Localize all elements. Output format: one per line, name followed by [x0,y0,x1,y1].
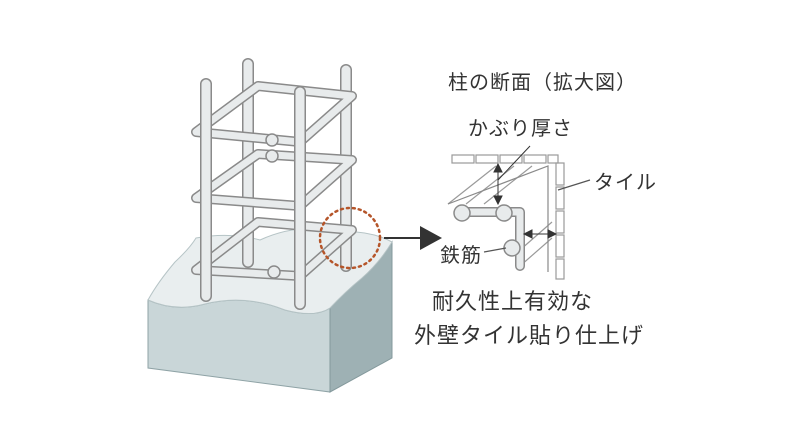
front-vertical-bars [200,78,306,310]
concrete-block [147,227,393,393]
section-title: 柱の断面（拡大図） [448,70,637,94]
main-bar-sections [453,204,521,257]
rebar-label: 鉄筋 [440,243,482,267]
right-triangle-arrow-icon [384,226,442,250]
tile-row-top [451,154,559,164]
cover-thickness-label: かぶり厚さ [468,116,573,140]
hoop-hooks [265,133,281,279]
rebar-hoops [191,81,357,281]
cover-dimension-horizontal [522,229,558,239]
tile-column-right [555,162,565,280]
tile-label: タイル [594,170,657,194]
caption-line-2: 外壁タイル貼り仕上げ [414,324,645,349]
concrete-front-face [147,299,331,393]
caption-line-1: 耐久性上有効な [432,290,594,315]
dotted-circle-icon [318,206,382,270]
rebar-cage [191,58,357,310]
column-section-detail [447,145,591,280]
cover-dimension-vertical [493,145,531,206]
